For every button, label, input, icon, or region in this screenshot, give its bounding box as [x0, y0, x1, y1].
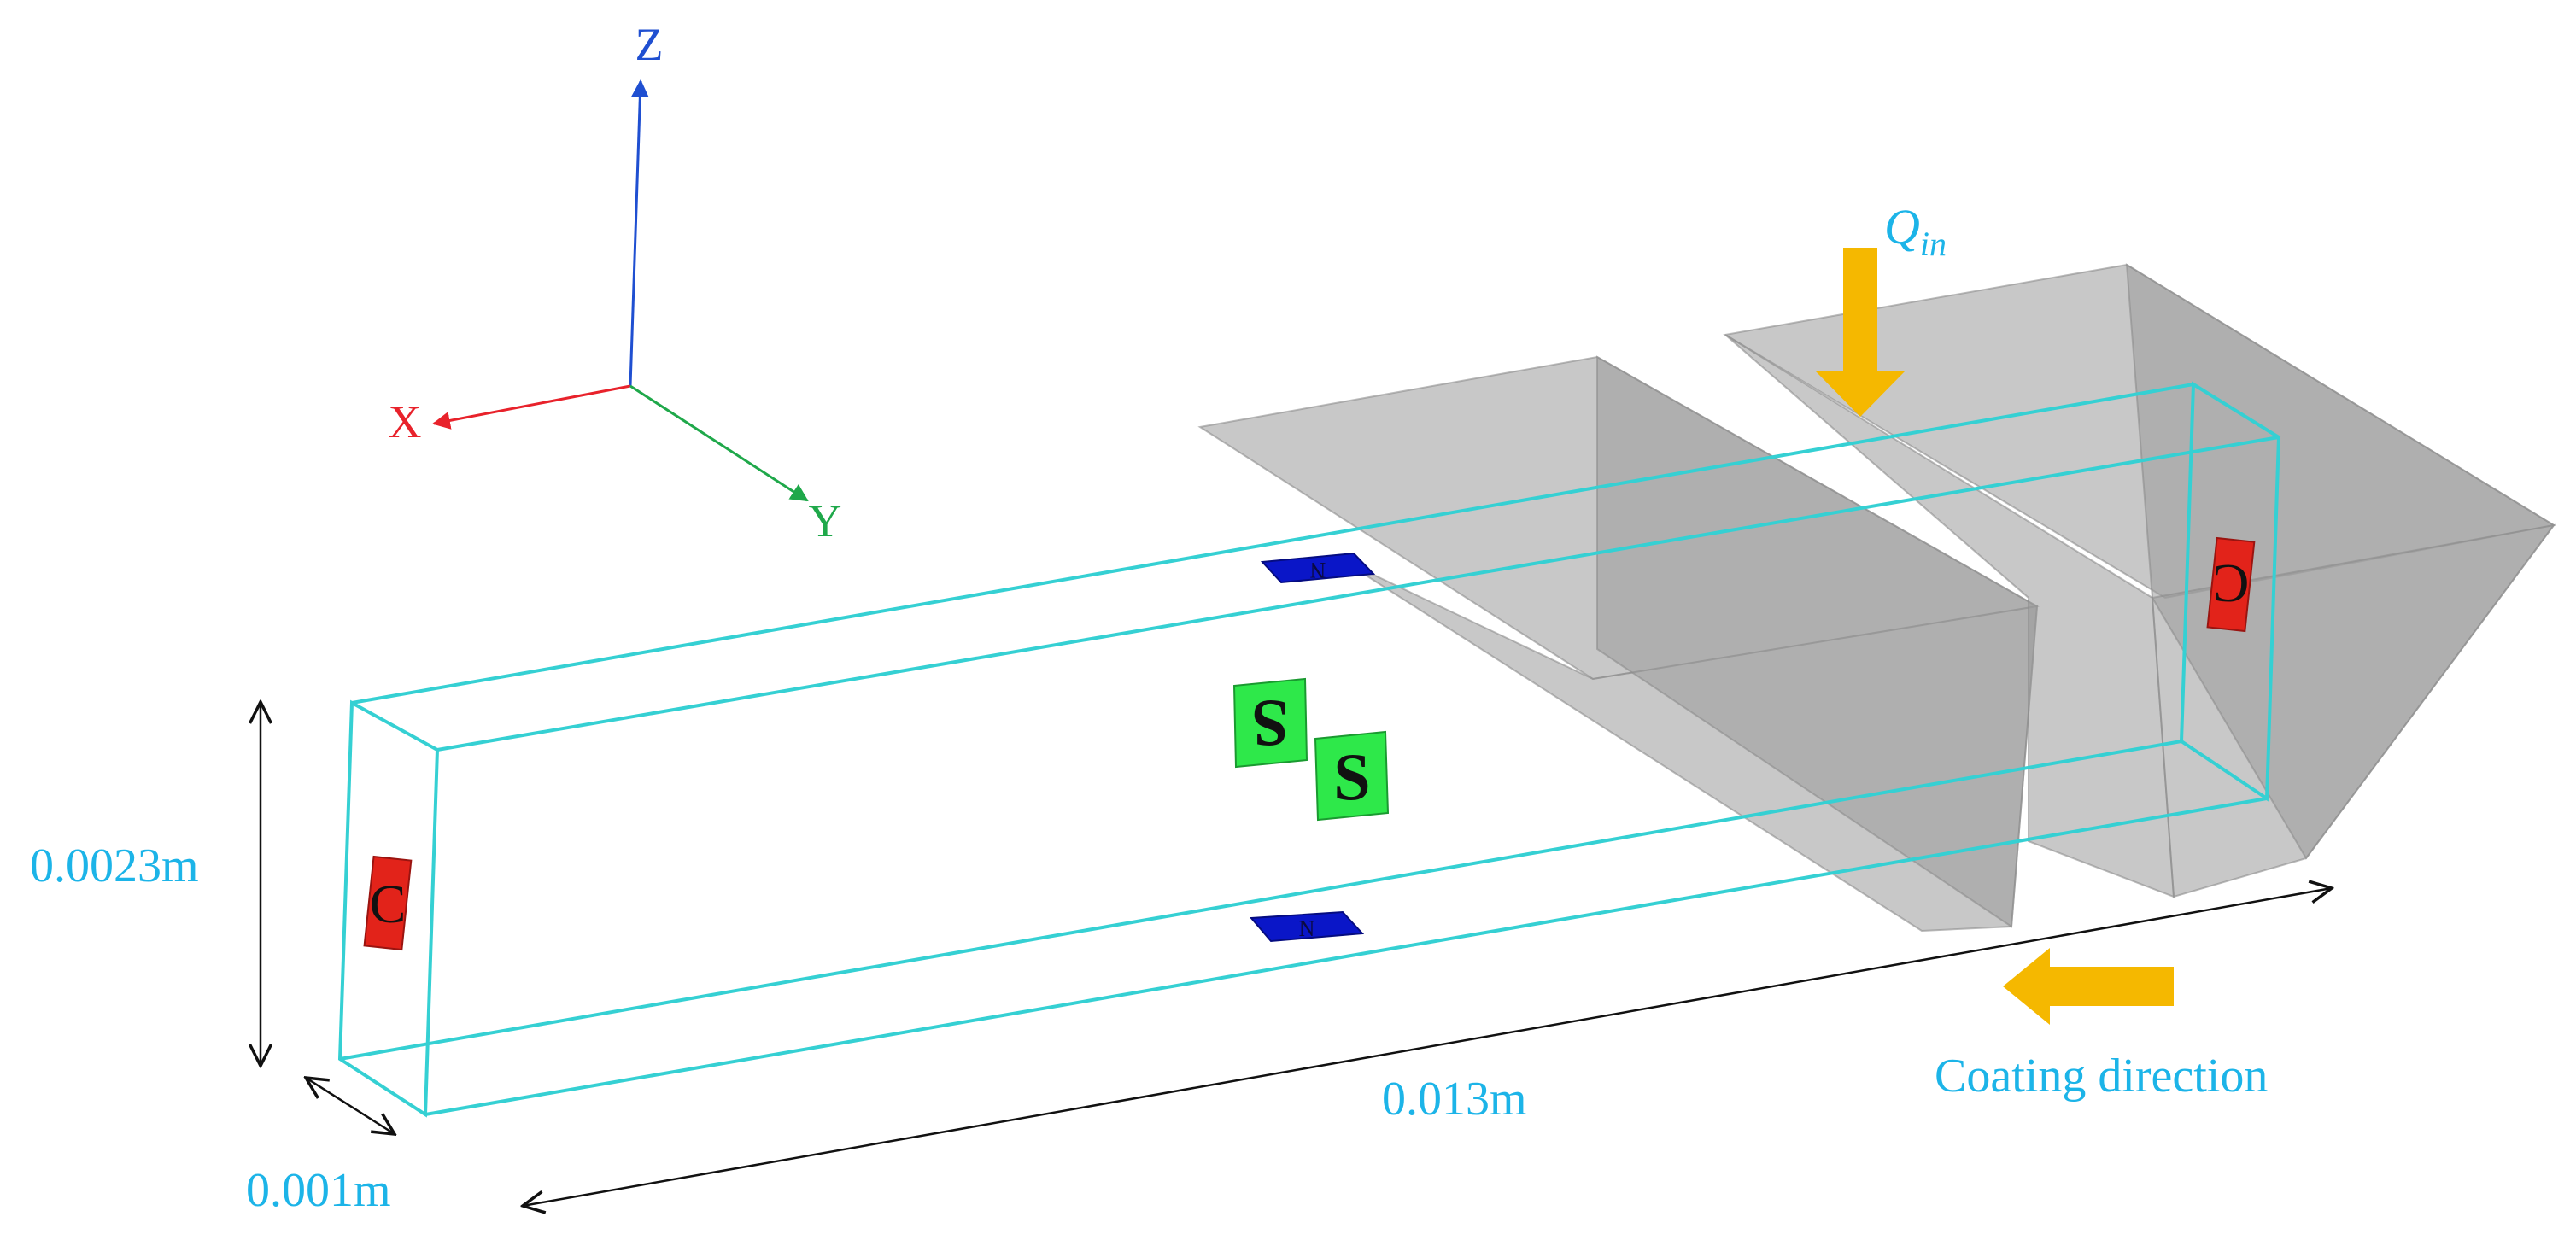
length-dimension-arrow — [523, 888, 2332, 1206]
marker-c-right-letter: C — [2213, 553, 2250, 614]
y-axis-label: Y — [809, 495, 842, 547]
marker-n-top: N — [1260, 552, 1376, 584]
z-axis-label: Z — [635, 19, 664, 70]
inflow-symbol: Q — [1884, 199, 1920, 254]
inflow-label: Qin — [1884, 199, 1947, 263]
marker-s-back: S — [1232, 677, 1308, 769]
marker-s-front-letter: S — [1333, 740, 1370, 814]
coater-right-block-front — [1724, 334, 2175, 898]
width-dimension-label: 0.001m — [246, 1164, 391, 1217]
length-dimension-label: 0.013m — [1382, 1073, 1527, 1126]
y-axis-arrow — [629, 384, 809, 502]
marker-c-left: C — [363, 855, 413, 951]
marker-s-back-letter: S — [1251, 687, 1288, 761]
x-axis-arrow — [431, 384, 631, 430]
width-dimension-arrow — [306, 1078, 395, 1134]
marker-n-bottom: N — [1249, 910, 1365, 943]
marker-c-right: C — [2206, 536, 2256, 633]
inflow-subscript: in — [1920, 225, 1947, 263]
height-dimension-label: 0.0023m — [30, 839, 199, 892]
z-axis-arrow — [629, 79, 649, 387]
coating-direction-arrow — [2003, 948, 2174, 1025]
inflow-arrow — [1816, 248, 1905, 417]
x-axis-label: X — [389, 396, 422, 447]
coordinate-axes: Z X Y — [389, 19, 842, 547]
marker-s-front: S — [1314, 730, 1390, 822]
coating-direction-label: Coating direction — [1935, 1050, 2268, 1103]
marker-n-top-letter: N — [1309, 558, 1326, 582]
marker-n-bottom-letter: N — [1299, 916, 1315, 941]
coater-right-block-edge — [2151, 523, 2556, 860]
marker-c-left-letter: C — [370, 874, 407, 934]
dimension-arrows — [261, 702, 2332, 1206]
